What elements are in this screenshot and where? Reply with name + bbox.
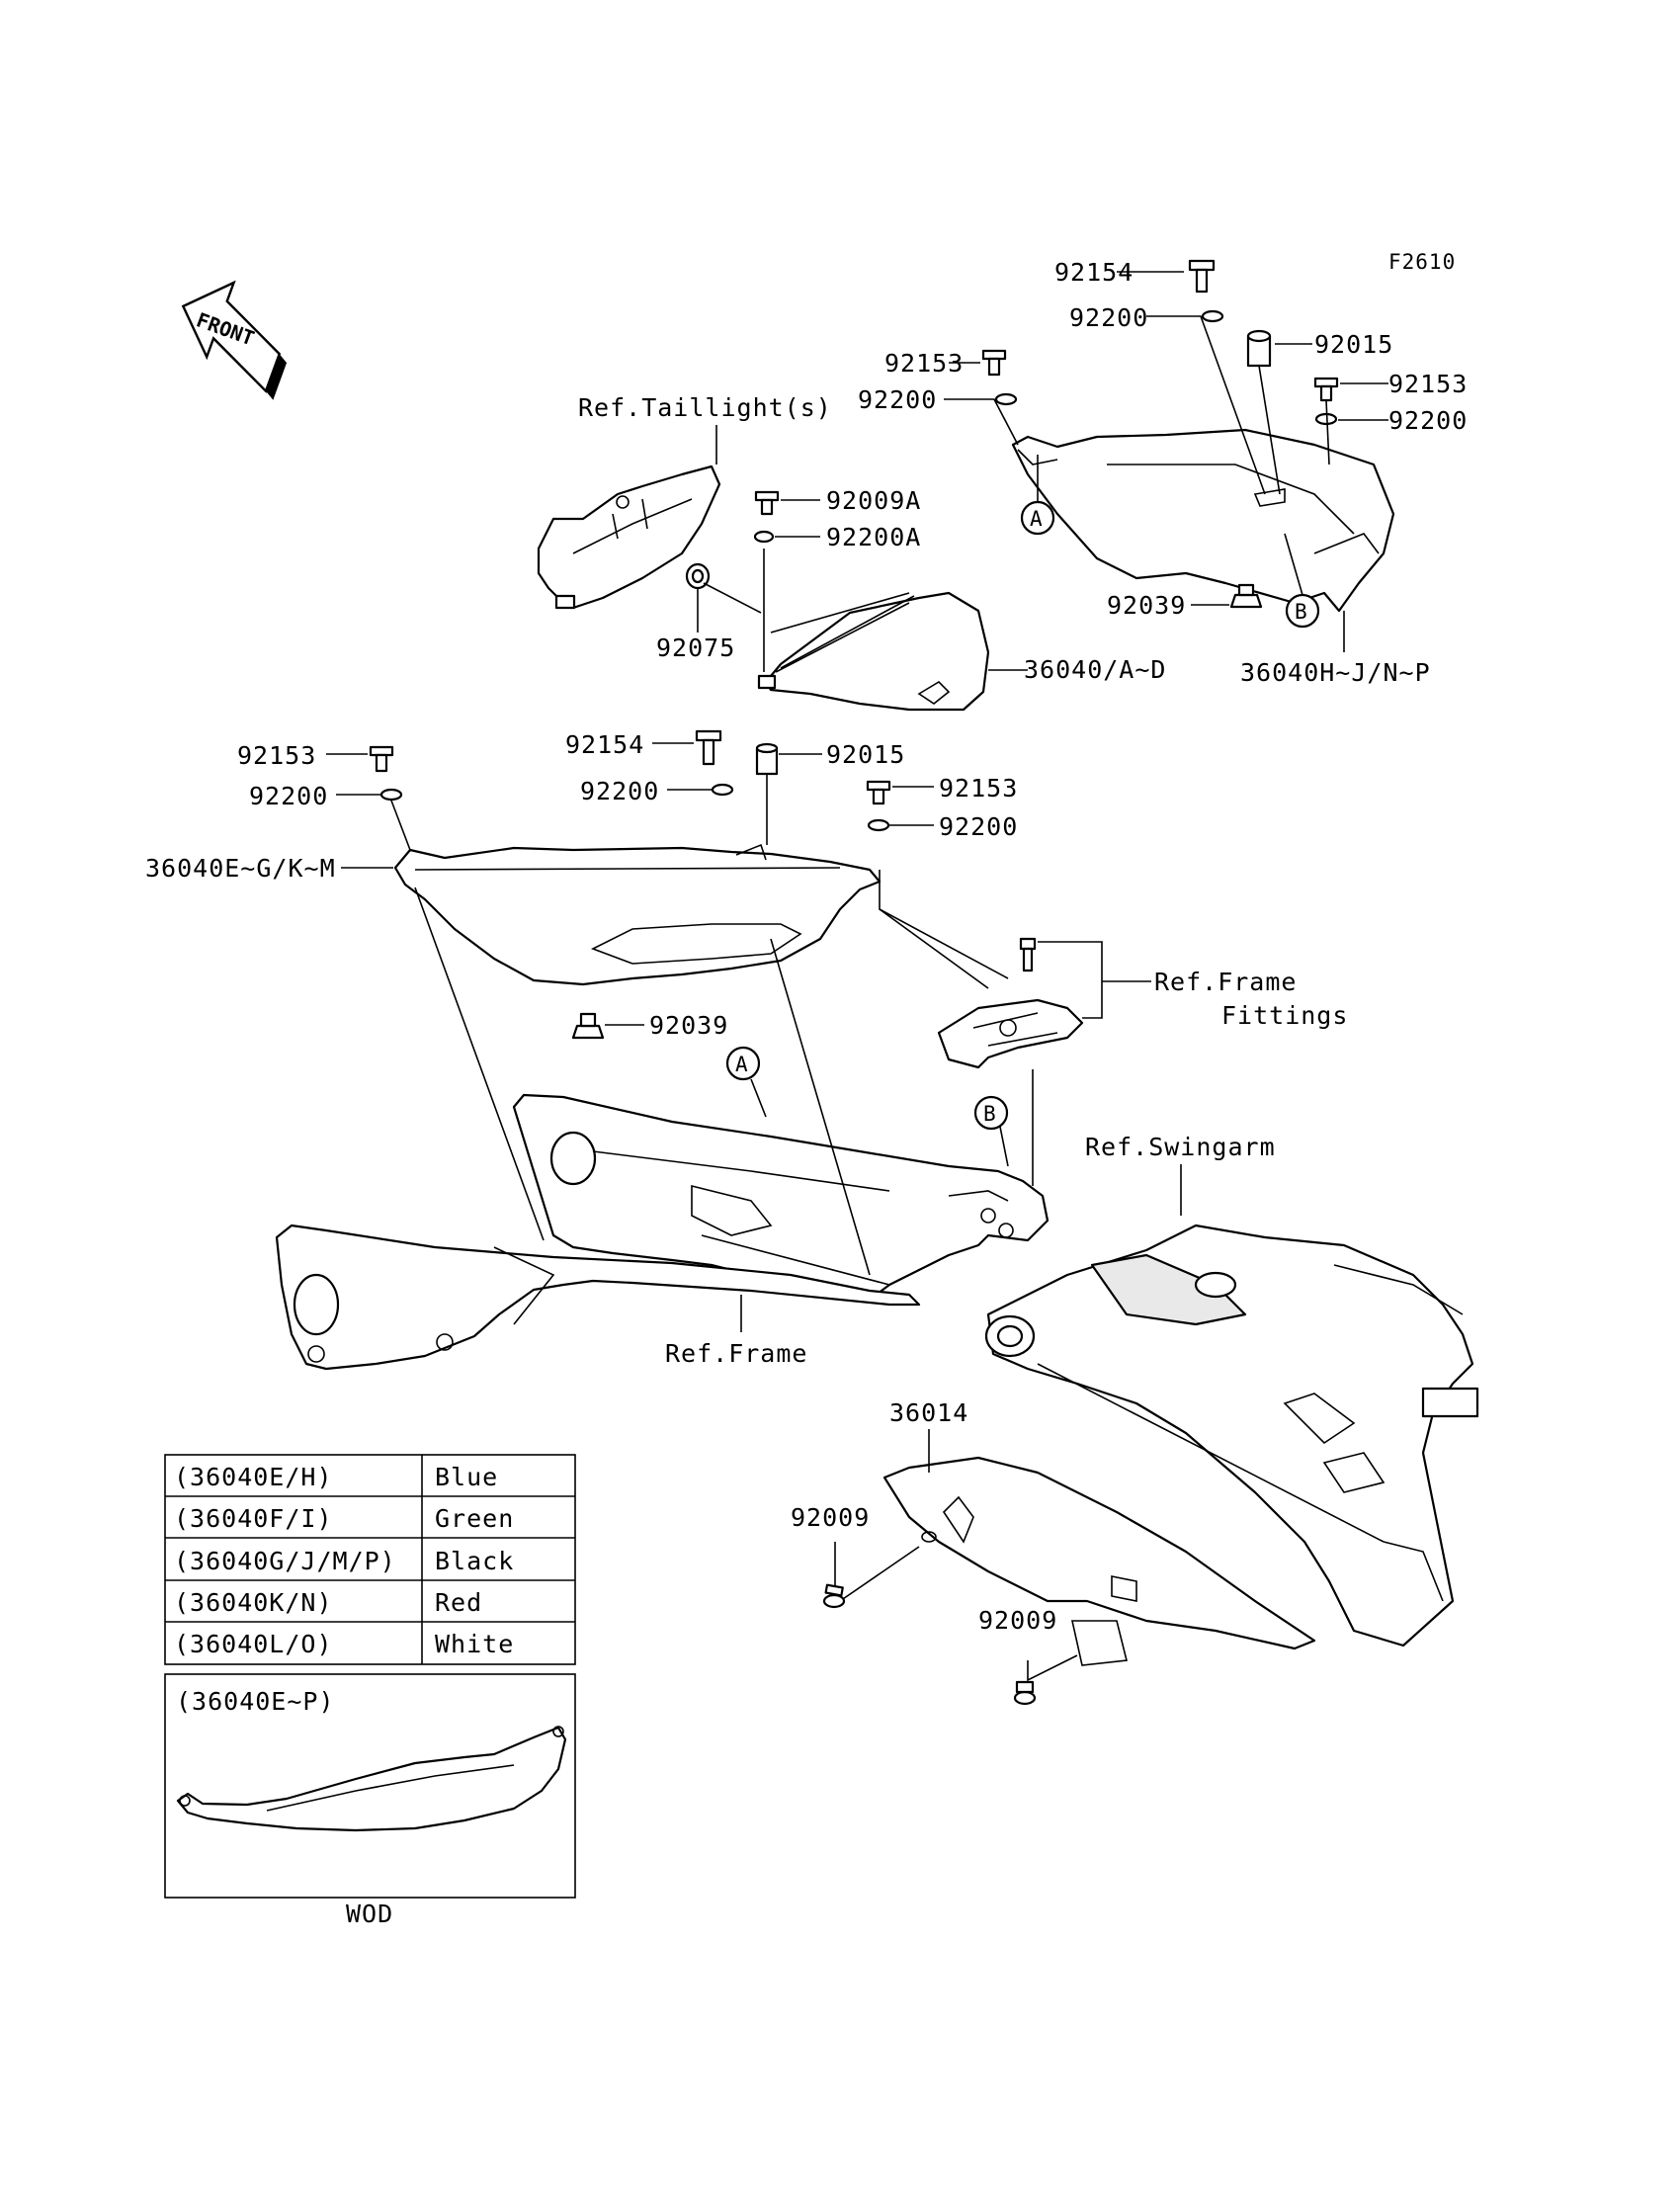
color-table-code-0: (36040E/H) xyxy=(174,1463,333,1491)
swingarm-reference xyxy=(984,1224,1479,1648)
bolt-92009-b xyxy=(1013,1680,1037,1706)
callout-92200-mid2: 92200 xyxy=(939,812,1018,841)
inset-title: (36040E~P) xyxy=(176,1687,335,1716)
callout-ref-taillight: Ref.Taillight(s) xyxy=(578,393,832,422)
callout-ref-swingarm: Ref.Swingarm xyxy=(1085,1133,1276,1161)
grommet-92075 xyxy=(685,562,711,590)
callout-92015-top: 92015 xyxy=(1314,330,1393,359)
side-cover-left xyxy=(393,843,882,986)
washer-92200-top2 xyxy=(994,392,1018,406)
inset-box: (36040E~P) WOD xyxy=(164,1673,576,1928)
chain-guard xyxy=(882,1456,1316,1666)
callout-92200A: 92200A xyxy=(826,523,921,551)
callout-92075: 92075 xyxy=(656,634,735,662)
svg-text:A: A xyxy=(1030,507,1043,531)
svg-text:B: B xyxy=(983,1102,996,1126)
color-table-color-4: White xyxy=(435,1630,514,1658)
collar-92015-top xyxy=(1246,329,1272,368)
marker-b-top: B xyxy=(1285,593,1320,629)
washer-92200A xyxy=(753,530,775,544)
bolt-92153-top xyxy=(981,349,1007,377)
callout-92154-mid: 92154 xyxy=(565,730,644,759)
callout-92200-top: 92200 xyxy=(1069,303,1148,332)
bolt-92153-left xyxy=(369,745,394,773)
washer-92200-mid xyxy=(711,783,734,797)
callout-36040-h-j-n-p: 36040H~J/N~P xyxy=(1240,658,1431,687)
callout-92200-left: 92200 xyxy=(249,782,328,810)
color-table-code-2: (36040G/J/M/P) xyxy=(174,1547,396,1575)
callout-92039-mid: 92039 xyxy=(649,1011,728,1040)
bolt-92009-a xyxy=(822,1583,846,1609)
callout-92200-right: 92200 xyxy=(1388,406,1468,435)
bolt-92154-mid xyxy=(695,729,722,766)
color-table-color-3: Red xyxy=(435,1588,482,1617)
figure-code: F2610 xyxy=(1388,250,1456,274)
front-arrow-icon: FRONT xyxy=(181,280,288,400)
frame-reference xyxy=(275,1093,1050,1371)
callout-36040-a-d: 36040/A~D xyxy=(1024,655,1166,684)
bolt-92153-right xyxy=(1313,377,1339,402)
washer-92200-mid2 xyxy=(867,818,890,832)
callout-92009-a: 92009 xyxy=(791,1503,870,1532)
frame-fittings-reference xyxy=(937,937,1084,1069)
svg-text:B: B xyxy=(1295,600,1307,624)
callout-92015-mid: 92015 xyxy=(826,740,905,769)
callout-92039-right: 92039 xyxy=(1107,591,1186,620)
callout-36014: 36014 xyxy=(889,1398,968,1427)
bolt-92153-mid xyxy=(866,780,891,805)
marker-b-frame: B xyxy=(973,1095,1009,1131)
color-table-code-3: (36040K/N) xyxy=(174,1588,333,1617)
callout-ref-frame-fittings-2: Fittings xyxy=(1221,1001,1348,1030)
callout-92009-b: 92009 xyxy=(978,1606,1057,1635)
nut-92039-mid xyxy=(571,1012,605,1040)
marker-a-top: A xyxy=(1020,500,1055,536)
callout-36040-e-g-k-m: 36040E~G/K~M xyxy=(145,854,336,883)
bolt-92154-top xyxy=(1188,259,1216,294)
marker-a-frame: A xyxy=(725,1046,761,1081)
color-table-code-1: (36040F/I) xyxy=(174,1504,333,1533)
collar-92015-mid xyxy=(755,742,779,776)
callout-92153-right: 92153 xyxy=(1388,370,1468,398)
bolt-92009A xyxy=(754,490,780,516)
callout-92009A: 92009A xyxy=(826,486,921,515)
color-table-color-1: Green xyxy=(435,1504,514,1533)
callout-ref-frame: Ref.Frame xyxy=(665,1339,807,1368)
washer-92200-top xyxy=(1201,309,1224,323)
center-cover xyxy=(757,591,990,712)
washer-92200-left xyxy=(379,788,403,802)
inset-caption: WOD xyxy=(346,1900,393,1928)
callout-92153-top: 92153 xyxy=(884,349,964,378)
taillight-reference xyxy=(537,465,721,610)
callout-92154-top: 92154 xyxy=(1054,258,1134,287)
callout-92200-mid: 92200 xyxy=(580,777,659,805)
color-table-color-2: Black xyxy=(435,1547,514,1575)
callout-92200-top2: 92200 xyxy=(858,385,937,414)
nut-92039-right xyxy=(1229,583,1263,609)
callout-92153-left: 92153 xyxy=(237,741,316,770)
svg-text:A: A xyxy=(735,1053,748,1076)
color-table-code-4: (36040L/O) xyxy=(174,1630,333,1658)
callout-92153-mid: 92153 xyxy=(939,774,1018,803)
callout-ref-frame-fittings-1: Ref.Frame xyxy=(1154,968,1297,996)
color-table: (36040E/H) Blue (36040F/I) Green (36040G… xyxy=(164,1454,576,1665)
side-cover-right xyxy=(1011,428,1395,613)
color-table-color-0: Blue xyxy=(435,1463,498,1491)
